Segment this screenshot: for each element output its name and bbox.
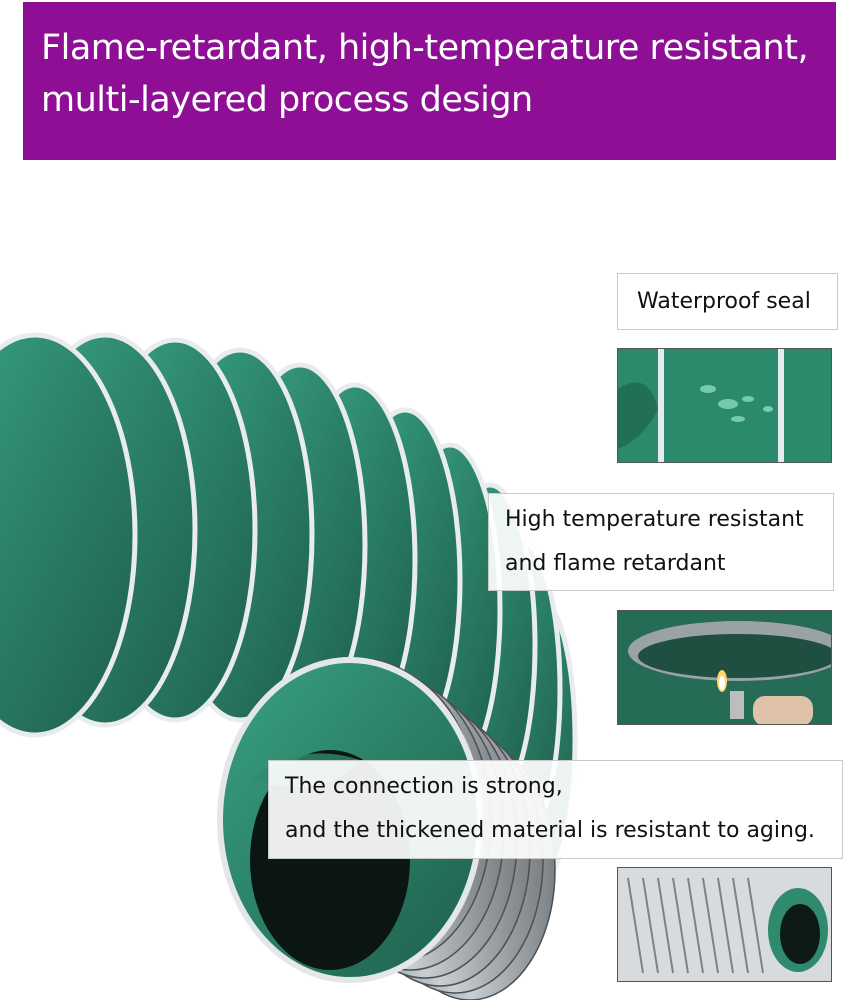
title-banner: Flame-retardant, high-temperature resist… — [23, 2, 836, 160]
flame-test-image — [618, 611, 831, 724]
feature-label-heat-resistant: High temperature resistant and flame ret… — [488, 493, 834, 591]
water-droplets-image — [618, 349, 831, 462]
compressed-hose-image — [618, 868, 831, 981]
flame-test-photo — [617, 610, 832, 725]
feature-label-line1: The connection is strong, — [285, 774, 563, 799]
feature-label-line2: and the thickened material is resistant … — [285, 818, 815, 843]
feature-label-text: Waterproof seal — [637, 289, 811, 314]
lighter-icon — [717, 670, 744, 719]
feature-label-connection: The connection is strong, and the thicke… — [268, 760, 843, 859]
feature-label-waterproof: Waterproof seal — [617, 273, 838, 330]
waterproof-photo — [617, 348, 832, 463]
feature-label-line1: High temperature resistant — [505, 507, 804, 532]
banner-title-line1: Flame-retardant, high-temperature resist… — [41, 28, 809, 68]
feature-label-line2: and flame retardant — [505, 551, 726, 576]
banner-title-line2: multi-layered process design — [41, 80, 533, 120]
flexible-duct-hose-image — [0, 332, 578, 1000]
connection-photo — [617, 867, 832, 982]
